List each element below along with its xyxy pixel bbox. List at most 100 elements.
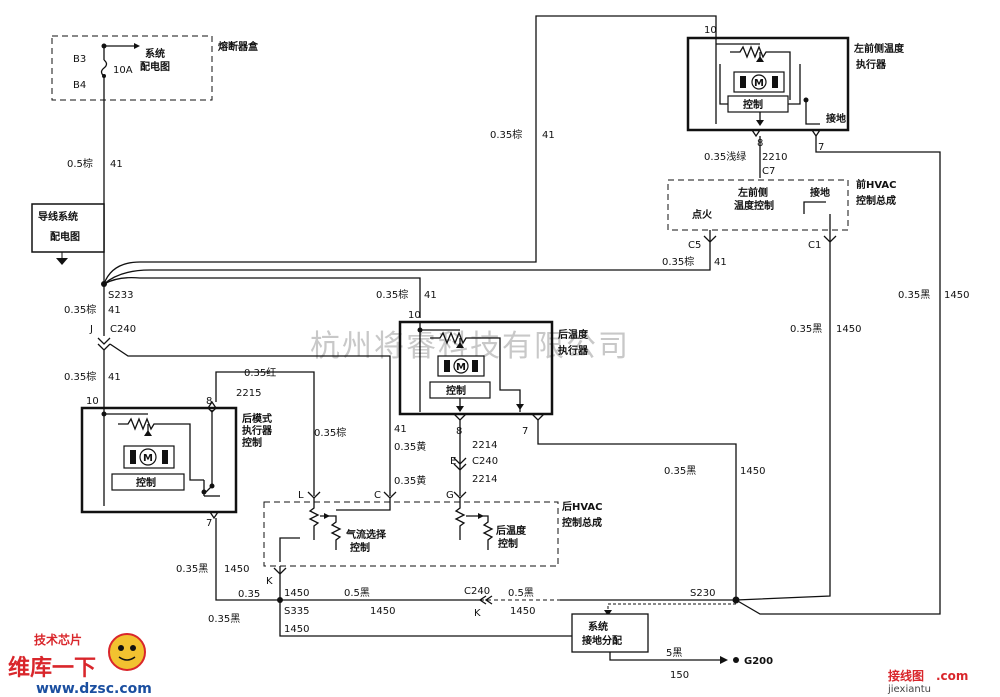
- wire-circuit-4: 41: [714, 257, 727, 268]
- rm-actuator-line1: 后模式: [242, 412, 272, 425]
- rear-hvac-title-line1: 后HVAC: [562, 500, 603, 513]
- wire-circuit-6: 1450: [944, 290, 969, 301]
- logo-jiexiantu-com: .com: [936, 669, 968, 683]
- logo-jiexiantu-main: 接线图: [888, 668, 924, 683]
- wire-label-7: 0.35棕: [64, 303, 96, 316]
- splice-s230: [732, 596, 740, 604]
- wire-label-8: 0.35棕: [64, 370, 96, 383]
- wire-label-15: 0.35黑: [664, 465, 696, 477]
- lf-actuator-line1: 左前侧温度: [853, 42, 905, 55]
- wire-circuit-1: 41: [110, 159, 123, 170]
- splice-s230-label: S230: [690, 588, 715, 599]
- ground-distribution: 系统 接地分配 G200 5黑 150: [571, 613, 773, 681]
- rear-hvac-airflow-line2: 控制: [350, 541, 370, 554]
- wire-label-3: 0.35浅绿: [704, 150, 746, 163]
- wire-circuit-7: 41: [108, 305, 121, 316]
- left-front-temp-actuator: 10 左前侧温度 执行器 M 控制 接地 8 7: [686, 25, 905, 153]
- logo-dzsc-main: 维库一下: [8, 655, 96, 681]
- wire-circuit-2: 41: [542, 130, 555, 141]
- connector-c240b: C240: [472, 456, 498, 467]
- rear-hvac-airflow-line1: 气流选择: [345, 528, 387, 541]
- wiring-ref-box: 导线系统 配电图: [31, 203, 105, 265]
- rear-hvac-pin-c: C: [374, 490, 381, 501]
- fuse-rating: 10A: [113, 65, 133, 76]
- rear-hvac-pin-l: L: [298, 490, 304, 501]
- wire-label-10: 0.35红: [244, 366, 276, 379]
- lf-motor-icon: M: [754, 78, 764, 89]
- rm-actuator-line2: 执行器: [242, 424, 273, 437]
- rt-pin-10: 10: [408, 310, 421, 321]
- front-hvac-inner-line1: 左前侧: [737, 186, 768, 199]
- wiring-ref-line1: 导线系统: [38, 210, 78, 223]
- lf-ground-label: 接地: [826, 112, 846, 125]
- rm-pin-7: 7: [206, 518, 212, 529]
- logo-dzsc-top: 技术芯片: [34, 632, 82, 647]
- rear-hvac-title-line2: 控制总成: [562, 516, 602, 529]
- front-hvac-ground: 接地: [810, 186, 830, 199]
- front-hvac-title-line1: 前HVAC: [856, 178, 897, 191]
- wire-label-19: 0.5黑: [508, 587, 534, 599]
- wire-circuit-5: 1450: [836, 324, 861, 335]
- rm-control-label: 控制: [136, 476, 156, 489]
- splice-s335-label: S335: [284, 606, 309, 617]
- ground-dist-line2: 接地分配: [582, 634, 622, 647]
- ground-dist-line1: 系统: [588, 620, 608, 633]
- wire-label-21: 5黑: [666, 647, 682, 659]
- rt-pin-8: 8: [456, 426, 462, 437]
- rm-actuator-line3: 控制: [242, 436, 262, 449]
- front-hvac-control: 前HVAC 控制总成 左前侧 温度控制 接地 点火 C5 C1: [667, 178, 897, 251]
- lf-actuator-line2: 执行器: [856, 58, 887, 71]
- wire-circuit-3: 2210: [762, 152, 787, 163]
- rear-hvac-pin-k: K: [266, 576, 273, 587]
- wire-circuit-8: 41: [108, 372, 121, 383]
- connector-c5: C5: [688, 240, 701, 251]
- wire-label-12: 0.35黄: [394, 440, 426, 453]
- wire-label-5: 0.35黑: [790, 323, 822, 335]
- rt-actuator-line1: 后温度: [558, 328, 589, 341]
- wire-circuit-10: 2215: [236, 388, 261, 399]
- rear-hvac-temp-line2: 控制: [498, 537, 518, 550]
- lf-pin-10: 10: [704, 25, 717, 36]
- lf-control-label: 控制: [743, 98, 763, 111]
- rear-hvac-pin-g: G: [446, 490, 454, 501]
- wire-label-11: 0.35棕: [314, 426, 346, 439]
- wire-label-9: 0.35棕: [376, 288, 408, 301]
- wire-label-4: 0.35棕: [662, 255, 694, 268]
- wire-circuit-16: 1450: [224, 564, 249, 575]
- rear-mode-actuator: 10 8 后模式 执行器 控制 M 控制 7: [80, 396, 273, 529]
- wire-label-17: 0.35: [238, 589, 260, 600]
- rt-motor-icon: M: [456, 362, 466, 373]
- wire-circuit-18: 1450: [370, 606, 395, 617]
- connector-e: E: [450, 456, 456, 467]
- rear-hvac-control: 后HVAC 控制总成 L C G 气流选择 控制 后温度 控制 K: [263, 490, 603, 600]
- logo-dzsc: 技术芯片 维库一下 www.dzsc.com: [8, 632, 152, 697]
- connector-j: J: [89, 324, 93, 335]
- connector-c7: C7: [762, 166, 775, 177]
- wire-label-2: 0.35棕: [490, 128, 522, 141]
- wire-label-16: 0.35黑: [176, 563, 208, 575]
- wire-circuit-13b: 2214: [472, 474, 497, 485]
- wire-circuit-21: 150: [670, 670, 689, 681]
- front-hvac-title-line2: 控制总成: [856, 194, 896, 207]
- wire-label-14: 0.35黄: [394, 474, 426, 487]
- wiring-ref-line2: 配电图: [50, 230, 80, 243]
- rear-hvac-temp-line1: 后温度: [496, 524, 527, 537]
- lf-pin-7: 7: [818, 142, 824, 153]
- rt-pin-7: 7: [522, 426, 528, 437]
- fuse-ref-line1: 系统: [145, 47, 165, 60]
- wire-circuit-13a: 2214: [472, 440, 497, 451]
- wire-label-1: 0.5棕: [67, 157, 93, 170]
- wire-label-18: 0.5黑: [344, 587, 370, 599]
- rt-actuator-line2: 执行器: [558, 344, 589, 357]
- connector-c1: C1: [808, 240, 821, 251]
- rm-motor-icon: M: [143, 453, 153, 464]
- connector-c240a: C240: [110, 324, 136, 335]
- logo-jiexiantu: 接线图 .com jiexiantu: [887, 668, 968, 695]
- wire-circuit-9: 41: [424, 290, 437, 301]
- rm-pin-10: 10: [86, 396, 99, 407]
- connector-c240c: C240: [464, 586, 490, 597]
- ground-g200: G200: [744, 656, 773, 667]
- wire-label-20: 0.35黑: [208, 613, 240, 625]
- wire-circuit-12: 41: [394, 424, 407, 435]
